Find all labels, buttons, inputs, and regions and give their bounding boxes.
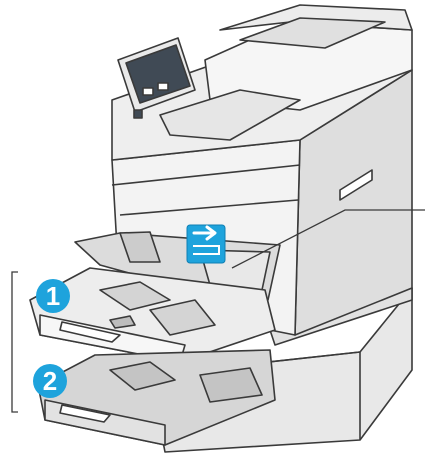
scanner-unit [159, 4, 413, 141]
tray-1 [29, 267, 276, 363]
bypass-tray-arrow-icon [186, 224, 226, 264]
callout-label-1: 1 [46, 281, 60, 311]
bypass-leader-line [231, 209, 425, 269]
callout-badge-1: 1 [36, 279, 70, 313]
touch-screen [125, 44, 191, 104]
panel-button [157, 82, 169, 91]
tray-group-bracket [11, 271, 18, 413]
panel-button [142, 87, 154, 96]
tray-2 [37, 349, 276, 446]
control-panel [117, 37, 196, 119]
callout-badge-2: 2 [33, 364, 67, 398]
power-button-icon [133, 109, 143, 119]
callout-label-2: 2 [43, 366, 57, 396]
